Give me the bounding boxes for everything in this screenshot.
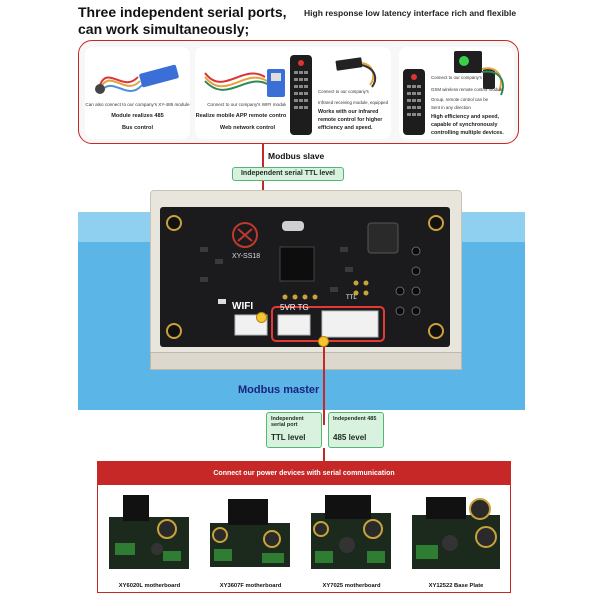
card-gsm-line3: controlling multiple devices. [431,130,504,136]
ttl-port-level: TTL level [271,433,306,442]
rs485-port-badge: Independent 485 485 level [328,412,384,448]
motherboard-card: XY3607F motherboard [202,489,299,589]
motherboard-card: XY6020L motherboard [101,489,198,589]
independent-ttl-badge: Independent serial TTL level [232,167,344,181]
ir-remote-icon [290,55,377,135]
ttl-silkscreen: TTL [346,295,357,301]
card-gsm-note2: GSM wireless remote control module [431,87,503,92]
motherboard-caption: XY6020L motherboard [118,583,181,589]
motherboard-image [210,499,290,567]
motherboard-caption: XY7025 motherboard [322,583,381,589]
rs485-port-level: 485 level [333,433,367,442]
motherboard-image [311,495,391,569]
card-gsm-line2: capable of synchronously [431,122,498,128]
ttl-port-badge: Independent serial port TTL level [266,412,322,448]
card-wifi-note: Connect to our company's WIFI module [207,102,288,107]
card-gsm-note1: Connect to our company's [431,75,482,80]
motherboard-caption: XY3607F motherboard [219,583,282,589]
module-card-485: Can also connect to our company's XY-485… [85,47,190,139]
rs485-port-caption: Independent 485 [333,416,377,422]
card-gsm-note3: Group, remote control can be [431,97,489,102]
motherboard-image [412,497,500,569]
page-title: Three independent serial ports, can work… [78,4,287,37]
page-subtitle: High response low latency interface rich… [304,8,517,18]
pcb-drawing [166,215,444,342]
card-ir-line1: Works with our infrared [318,109,379,115]
module-card-wifi: Connect to our company's WIFI module Rea… [195,47,300,139]
enclosure-base [150,352,462,370]
board-model-label: XY-SS18 [232,253,261,260]
card-485-line1: Module realizes 485 [111,113,164,119]
port-silkscreen: 5VR TG [280,303,309,312]
rs485-port-marker [318,336,329,347]
ttl-port-marker [256,312,267,323]
module-card-gsm: Connect to our company's GSM wireless re… [399,47,514,139]
rs485-module-icon [95,64,179,94]
motherboard-card: XY7025 motherboard [303,489,400,589]
modbus-master-label: Modbus master [238,384,320,396]
card-gsm-note4: Sent in any direction [431,105,471,110]
wifi-silkscreen: WIFI [232,301,254,312]
connector-line [262,144,264,162]
card-wifi-line2: Web network control [219,125,276,131]
motherboard-caption: XY12522 Base Plate [428,583,484,589]
card-485-line2: Bus control [121,125,154,131]
module-card-infrared: Connect to our company's Infrared receiv… [286,47,391,139]
connector-line [323,448,325,461]
modbus-slave-label: Modbus slave [268,151,325,161]
card-wifi-line1: Realize mobile APP remote control and [195,113,300,119]
modules-panel: Can also connect to our company's XY-485… [78,40,519,144]
ttl-port-caption: Independent serial port [271,416,304,428]
connector-line [323,347,325,425]
card-ir-note1: Connect to our company's [318,89,369,94]
card-ir-line3: efficiency and speed. [318,125,373,131]
gsm-remote-icon [403,51,504,135]
motherboard-card: XY12522 Base Plate [404,489,508,589]
wifi-module-icon [204,69,285,97]
card-ir-line2: remote control for higher [318,117,383,123]
power-devices-panel: Connect our power devices with serial co… [97,461,511,593]
card-ir-note2: Infrared receiving module, equipped [318,100,389,105]
motherboard-image [109,495,189,569]
control-board: XY-SS18 WIFI 5VR TG TTL [160,207,450,347]
card-485-note: Can also connect to our company's XY-485… [85,102,190,107]
card-gsm-line1: High efficiency and speed, [431,114,499,120]
power-devices-header: Connect our power devices with serial co… [98,462,510,485]
